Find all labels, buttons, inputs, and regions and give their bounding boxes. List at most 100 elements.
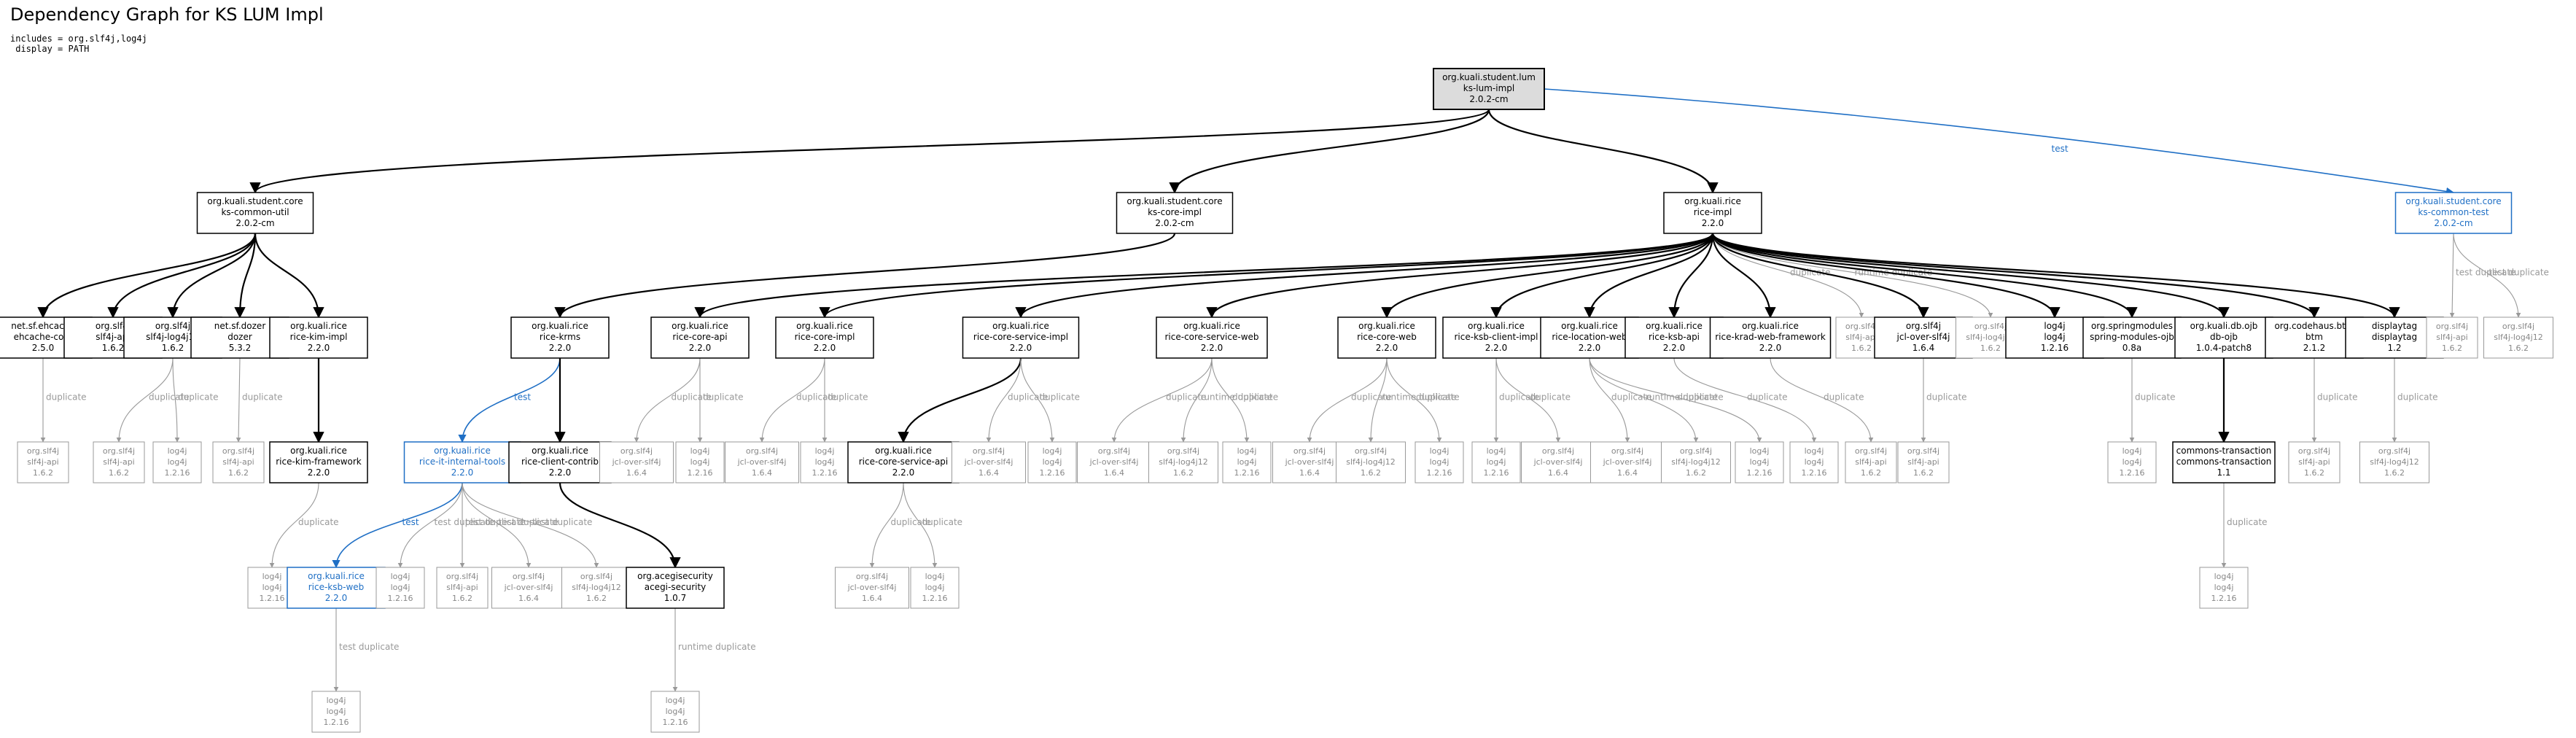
- node-box: [650, 316, 750, 359]
- node-version: 1.6.4: [518, 594, 539, 603]
- node-group-id: org.slf4j: [2378, 446, 2410, 456]
- edge-label: duplicate: [922, 517, 963, 527]
- node-group-id: org.kuali.rice: [1646, 321, 1703, 331]
- node-box: [1027, 441, 1077, 483]
- node-kscu[interactable]: org.kuali.student.coreks-common-util2.0.…: [196, 192, 314, 234]
- node-itinternal[interactable]: org.kuali.ricerice-it-internal-tools2.2.…: [403, 441, 521, 483]
- node-version: 1.2.16: [1802, 468, 1827, 478]
- node-box: [1897, 441, 1950, 483]
- node-box: [1272, 441, 1347, 483]
- node-ksct[interactable]: org.kuali.student.coreks-common-test2.0.…: [2394, 192, 2513, 234]
- node-box: [1471, 441, 1521, 483]
- node-box: [2359, 441, 2429, 483]
- node-artifact-id: rice-it-internal-tools: [419, 457, 505, 467]
- node-box: [910, 567, 960, 609]
- node-group-id: org.kuali.rice: [672, 321, 728, 331]
- node-group-id: org.slf4j: [1680, 446, 1712, 456]
- node-version: 2.2.0: [1485, 343, 1508, 353]
- edge-label: duplicate: [672, 392, 712, 403]
- node-group-id: log4j: [815, 446, 835, 456]
- node-group-id: org.slf4j: [27, 446, 59, 456]
- node-commonstx[interactable]: commons-transactioncommons-transaction1.…: [2172, 441, 2276, 483]
- edge-label: test: [402, 517, 419, 527]
- node-box: [2394, 192, 2513, 234]
- node-kradweb[interactable]: org.kuali.ricerice-krad-web-framework2.2…: [1709, 316, 1832, 359]
- node-box: [962, 316, 1080, 359]
- edge-line: [1211, 357, 1250, 443]
- node-artifact-id: dozer: [227, 332, 252, 342]
- edge-line: [332, 482, 463, 569]
- node-group-id: log4j: [1487, 446, 1506, 456]
- edge-line: [236, 357, 241, 443]
- node-group-id: org.kuali.student.core: [1126, 196, 1222, 206]
- edge-line: [1495, 357, 1561, 443]
- node-kscore[interactable]: org.kuali.student.coreks-core-impl2.0.2-…: [1116, 192, 1234, 234]
- node-artifact-id: log4j: [2214, 583, 2234, 592]
- node-box: [650, 691, 700, 733]
- node-csimpl[interactable]: org.kuali.ricerice-core-service-impl2.2.…: [962, 316, 1080, 359]
- node-artifact-id: rice-location-web: [1552, 332, 1627, 342]
- node-box: [952, 441, 1026, 483]
- node-box: [491, 567, 566, 609]
- node-artifact-id: jcl-over-slf4j: [1603, 457, 1652, 467]
- node-version: 1.2.16: [1427, 468, 1452, 478]
- edge-label: duplicate: [1824, 392, 1864, 403]
